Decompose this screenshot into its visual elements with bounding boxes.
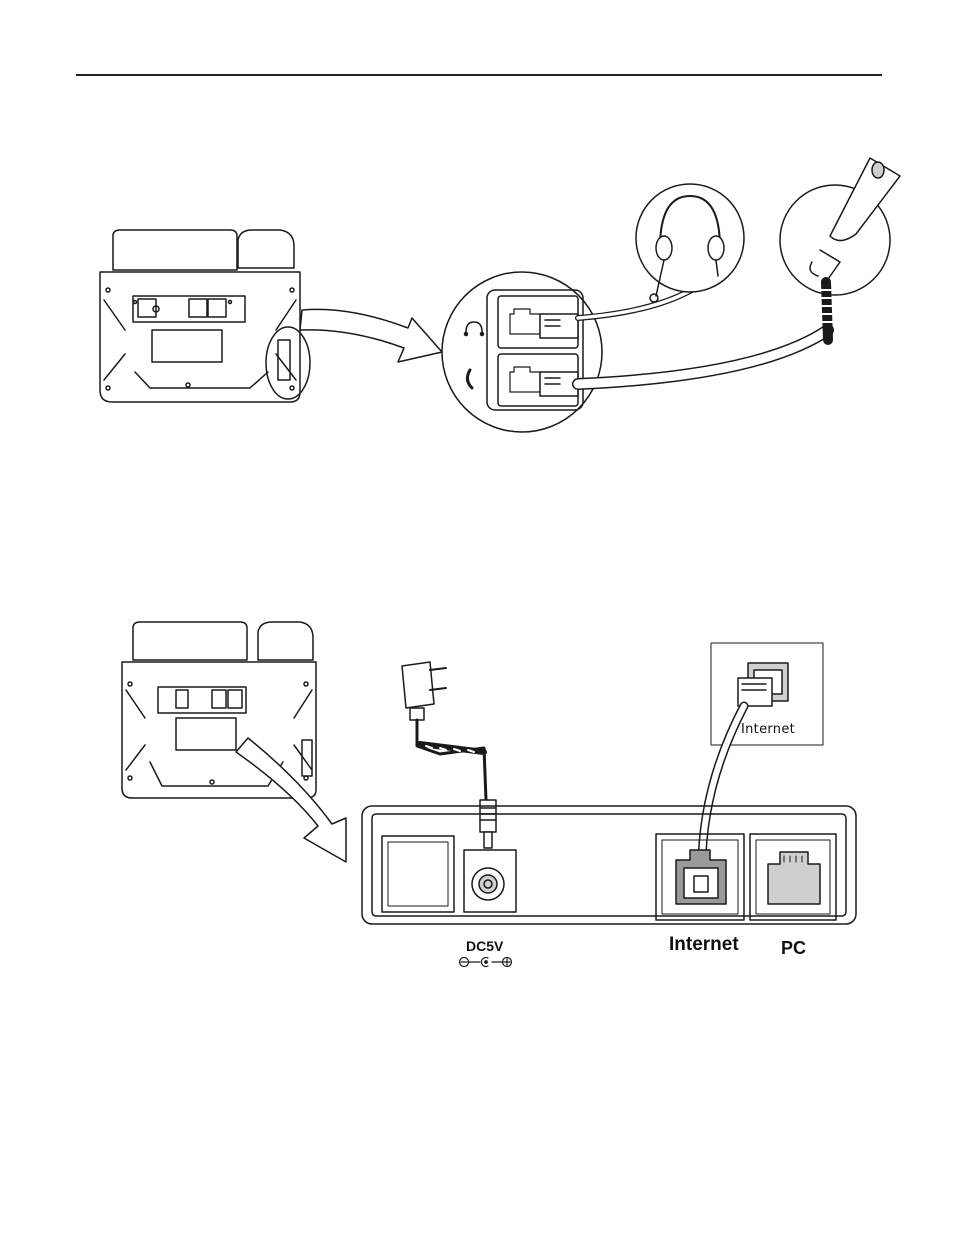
power-port-label: DC5V (466, 938, 503, 954)
internet-port-label: Internet (669, 934, 739, 956)
wall-jack-label: Internet (741, 722, 795, 737)
headset-icon (636, 184, 744, 302)
zoom-arrow-icon (300, 309, 442, 362)
zoom-arrow-bottom-icon (236, 738, 346, 862)
pc-port-label: PC (781, 938, 806, 959)
polarity-symbol (460, 958, 512, 967)
phone-back-icon (100, 230, 310, 402)
power-adapter-icon (402, 662, 496, 848)
handset-icon (780, 158, 900, 340)
wall-jack (702, 643, 823, 876)
port-zoom-circle (442, 272, 602, 432)
pc-port (750, 834, 836, 920)
